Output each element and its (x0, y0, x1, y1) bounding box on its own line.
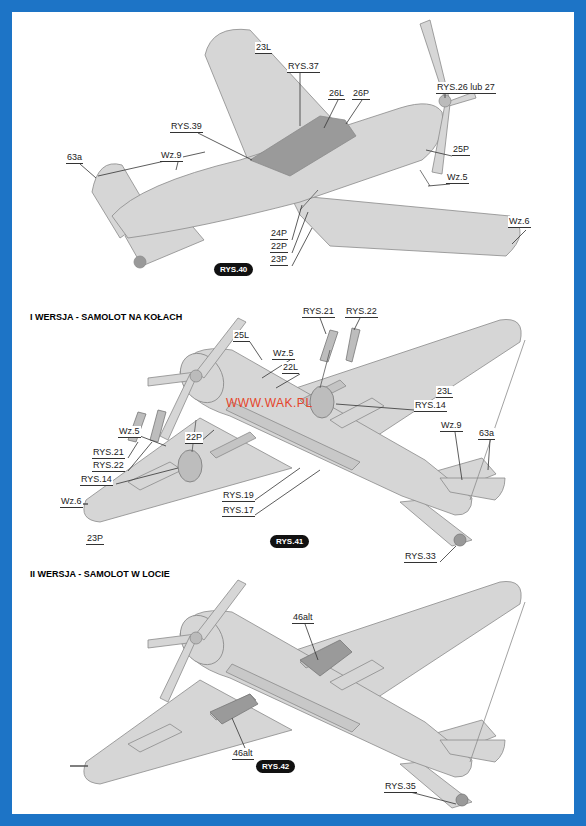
section-heading: II WERSJA - SAMOLOT W LOCIE (30, 569, 170, 580)
watermark: WWW.WAK.PL (226, 398, 313, 409)
callout-label: 23L (436, 386, 453, 398)
callout-label: 22P (185, 432, 203, 444)
figure-number: RYS.40 (214, 263, 253, 276)
callout-label: 46alt (232, 748, 254, 760)
callout-label: RYS.22 (345, 306, 378, 318)
callout-label: 63a (66, 152, 83, 164)
callout-label: 26P (352, 88, 370, 100)
callout-label: 22P (270, 241, 288, 253)
callout-label: 23L (255, 42, 272, 54)
callout-label: 23P (270, 254, 288, 266)
section-heading: I WERSJA - SAMOLOT NA KOŁACH (30, 312, 182, 323)
callout-label: Wz.9 (440, 420, 463, 432)
callout-label: RYS.22 (92, 460, 125, 472)
callout-label: 46alt (292, 612, 314, 624)
callout-label: RYS.33 (404, 551, 437, 563)
figure-number: RYS.42 (256, 760, 295, 773)
callout-label: Wz.6 (508, 216, 531, 228)
callout-label: RYS.14 (414, 400, 447, 412)
callout-label: Wz.6 (60, 496, 83, 508)
callout-label: 23P (86, 533, 104, 545)
callout-label: 22L (282, 362, 299, 374)
callout-label: RYS.26 lub 27 (436, 82, 496, 94)
callout-label: RYS.14 (80, 474, 113, 486)
callout-label: Wz.5 (446, 172, 469, 184)
callout-label: RYS.19 (222, 490, 255, 502)
callout-label: RYS.37 (287, 61, 320, 73)
callout-label: 25L (233, 330, 250, 342)
callout-label: Wz.5 (272, 348, 295, 360)
callout-label: 24P (270, 228, 288, 240)
callout-label: RYS.35 (384, 781, 417, 793)
figure-number: RYS.41 (270, 535, 309, 548)
callout-label: 25P (452, 144, 470, 156)
callout-label: RYS.17 (222, 505, 255, 517)
callout-label: 63a (478, 428, 495, 440)
callout-label: RYS.21 (302, 306, 335, 318)
callout-label: Wz.9 (160, 150, 183, 162)
callout-label: RYS.21 (92, 447, 125, 459)
callout-label: 26L (328, 88, 345, 100)
callout-label: RYS.39 (170, 121, 203, 133)
callout-label: Wz.5 (118, 426, 141, 438)
